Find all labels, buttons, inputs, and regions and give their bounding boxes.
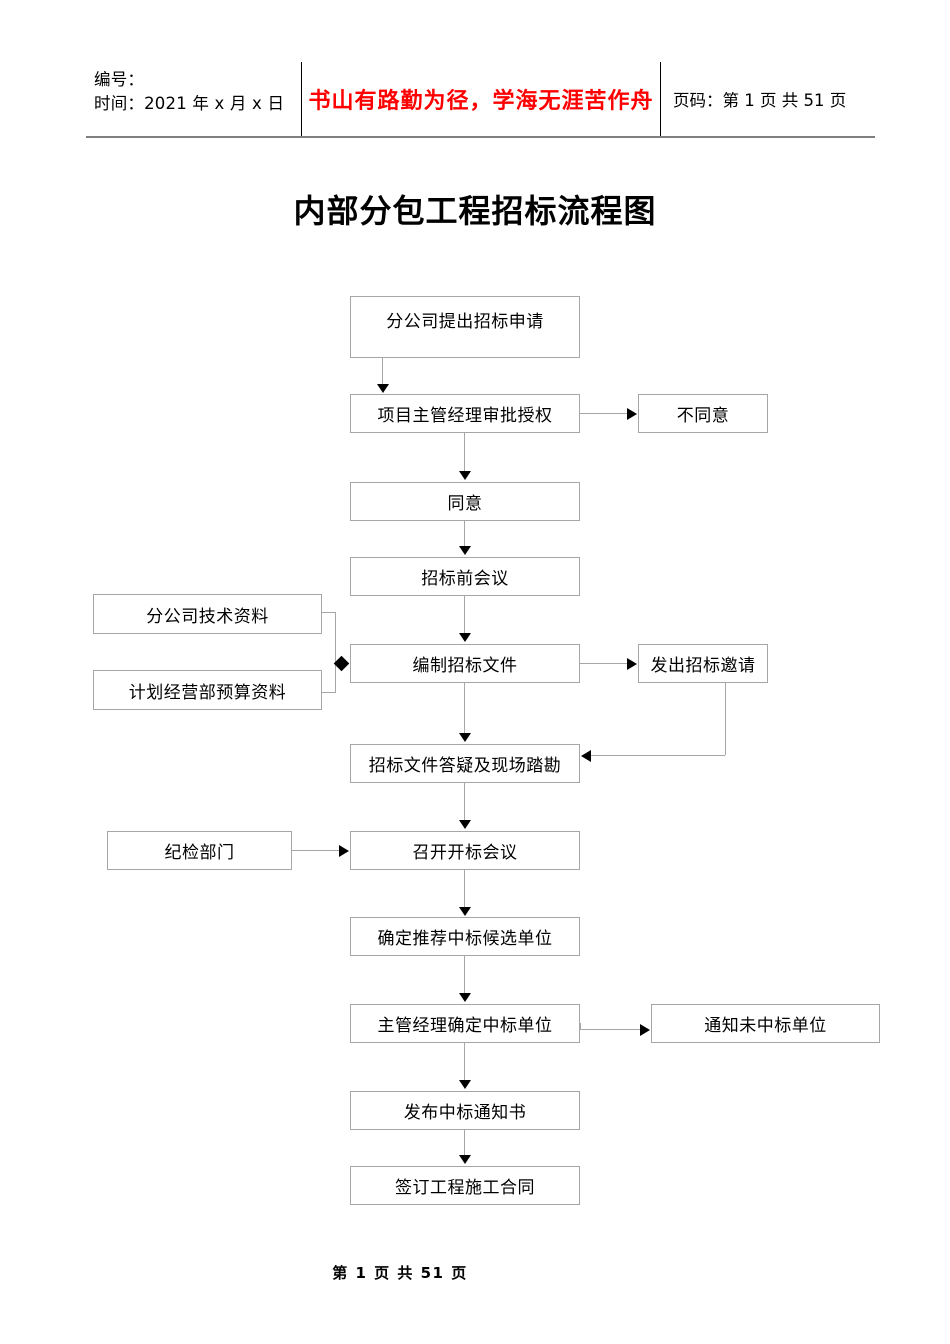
flow-node-pre-bid-meeting: 招标前会议 — [350, 557, 580, 596]
edge-arrow-prepare-to-invitation — [627, 658, 637, 670]
flow-node-branch-tech-docs: 分公司技术资料 — [93, 594, 322, 634]
edge-arrow-discipline-to-opening — [339, 845, 349, 857]
header-doc-date: 时间：2021 年 x 月 x 日 — [94, 94, 285, 113]
edge-line-invitation-down — [725, 683, 726, 755]
edge-line-select-to-award — [464, 1043, 465, 1082]
edge-line-award-to-contract — [464, 1130, 465, 1157]
flow-node-bid-opening-meeting: 召开开标会议 — [350, 831, 580, 870]
header-doc-number: 编号： — [94, 70, 145, 89]
flow-node-manager-approval: 项目主管经理审批授权 — [350, 394, 580, 433]
edge-line-meeting-to-prepare — [464, 596, 465, 634]
edge-line-qa-to-opening — [464, 783, 465, 822]
header-cell-pagination: 页码：第 1 页 共 51 页 — [661, 62, 875, 136]
flow-node-budget-docs: 计划经营部预算资料 — [93, 670, 322, 710]
flow-node-discipline-dept: 纪检部门 — [107, 831, 292, 870]
edge-line-docs-merge-vertical — [335, 612, 336, 693]
edge-arrow-application-to-approval — [377, 384, 389, 393]
edge-line-approval-to-disagree — [580, 413, 628, 414]
edge-line-agree-to-meeting — [464, 521, 465, 548]
edge-arrow-meeting-to-prepare — [459, 633, 471, 642]
edge-arrow-candidates-to-select — [459, 993, 471, 1002]
edge-line-tech-docs-stub — [322, 612, 336, 613]
header-cell-meta: 编号： 时间：2021 年 x 月 x 日 — [86, 62, 301, 136]
edge-line-opening-to-candidates — [464, 870, 465, 909]
flow-node-qa-site-visit: 招标文件答疑及现场踏勘 — [350, 744, 580, 783]
edge-arrow-approval-to-agree — [459, 471, 471, 480]
document-header-table: 编号： 时间：2021 年 x 月 x 日 书山有路勤为径，学海无涯苦作舟 页码… — [86, 62, 875, 138]
edge-arrow-qa-to-opening — [459, 820, 471, 829]
flow-node-manager-select-winner: 主管经理确定中标单位 — [350, 1004, 580, 1043]
edge-arrow-approval-to-disagree — [627, 408, 637, 420]
header-cell-motto: 书山有路勤为径，学海无涯苦作舟 — [301, 62, 661, 136]
edge-line-select-notify-stub — [580, 1023, 581, 1030]
flow-node-disagree: 不同意 — [638, 394, 768, 433]
flow-node-branch-application: 分公司提出招标申请 — [350, 296, 580, 358]
edge-arrow-agree-to-meeting — [459, 546, 471, 555]
flow-node-recommend-candidates: 确定推荐中标候选单位 — [350, 917, 580, 956]
edge-arrow-select-to-notify — [640, 1024, 650, 1036]
edge-line-invitation-back-to-qa — [591, 755, 725, 756]
edge-line-prepare-to-invitation — [580, 663, 628, 664]
edge-arrow-award-to-contract — [459, 1155, 471, 1164]
edge-line-application-to-approval — [382, 358, 383, 385]
flow-node-sign-contract: 签订工程施工合同 — [350, 1166, 580, 1205]
edge-line-select-to-notify — [580, 1029, 641, 1030]
page-footer: 第 1 页 共 51 页 — [332, 1264, 468, 1282]
page-title: 内部分包工程招标流程图 — [293, 192, 657, 230]
edge-arrow-opening-to-candidates — [459, 907, 471, 916]
edge-arrow-invitation-back-to-qa — [581, 750, 591, 762]
header-page-label: 页码：第 1 页 共 51 页 — [673, 91, 847, 110]
flow-node-issue-award-notice: 发布中标通知书 — [350, 1091, 580, 1130]
flow-node-notify-losers: 通知未中标单位 — [651, 1004, 880, 1043]
edge-arrow-docs-merge-to-prepare — [333, 655, 350, 672]
flow-node-send-invitation: 发出招标邀请 — [638, 644, 768, 683]
edge-line-candidates-to-select — [464, 956, 465, 995]
edge-line-approval-to-agree — [464, 433, 465, 472]
edge-line-discipline-to-opening — [292, 850, 340, 851]
edge-line-budget-docs-stub — [322, 692, 336, 693]
edge-arrow-select-to-award — [459, 1080, 471, 1089]
header-motto-text: 书山有路勤为径，学海无涯苦作舟 — [308, 88, 654, 114]
flow-node-prepare-bid-docs: 编制招标文件 — [350, 644, 580, 683]
edge-line-prepare-to-qa — [464, 683, 465, 733]
edge-arrow-prepare-to-qa — [459, 733, 471, 742]
flow-node-agree: 同意 — [350, 482, 580, 521]
